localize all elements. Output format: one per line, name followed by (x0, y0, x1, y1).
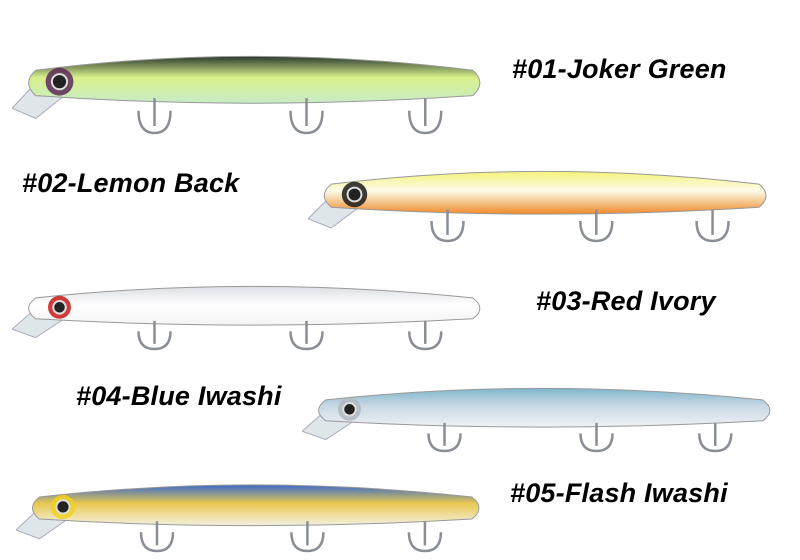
lure-eye (50, 73, 69, 91)
treble-hook (407, 521, 443, 553)
product-label-lemon-back: #02-Lemon Back (22, 168, 240, 198)
treble-hook (289, 320, 324, 351)
product-label-red-ivory: #03-Red Ivory (536, 286, 716, 316)
lure-image-flash-iwashi (15, 455, 486, 555)
product-label-joker-green: #01-Joker Green (512, 54, 727, 84)
treble-hook (289, 98, 324, 135)
treble-hook (695, 209, 730, 243)
lure-image-lemon-back (307, 140, 773, 245)
treble-hook (137, 98, 172, 135)
lure-eye (55, 499, 71, 515)
lure-drawing (11, 285, 481, 351)
lure-drawing (15, 484, 480, 553)
lure-image-joker-green (11, 22, 487, 137)
treble-hook (579, 422, 614, 453)
lure-drawing (307, 170, 767, 243)
lure-drawing (301, 387, 771, 453)
treble-hook (408, 98, 443, 135)
product-label-blue-iwashi: #04-Blue Iwashi (76, 381, 282, 411)
lure-body (323, 170, 767, 215)
treble-hook (427, 422, 462, 453)
lure-image-red-ivory (11, 258, 487, 353)
treble-hook (290, 521, 325, 553)
lure-drawing (11, 55, 481, 135)
lure-body (28, 55, 481, 104)
lure-body (31, 484, 480, 527)
lure-eye (346, 186, 363, 203)
lure-eye (342, 402, 357, 417)
treble-hook (698, 422, 733, 453)
treble-hook (408, 320, 443, 351)
treble-hook (139, 521, 175, 553)
treble-hook (430, 209, 465, 243)
treble-hook (137, 320, 172, 351)
product-label-flash-iwashi: #05-Flash Iwashi (510, 478, 728, 508)
lure-body (28, 285, 481, 326)
lure-image-blue-iwashi (301, 360, 777, 455)
lure-eye (52, 300, 67, 315)
lure-body (318, 387, 771, 428)
treble-hook (579, 209, 614, 243)
